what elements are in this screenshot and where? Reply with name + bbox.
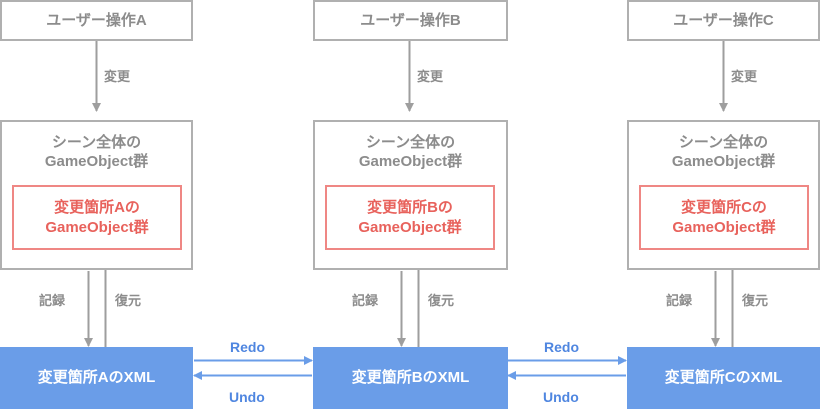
xml-label-b: 変更箇所BのXML [351,369,470,387]
undo-label-ab: Undo [229,389,265,405]
user-action-label-a: ユーザー操作A [46,11,147,29]
user-action-label-b: ユーザー操作B [360,11,461,29]
changed-objects-line1-b: 変更箇所Bの [367,199,453,217]
undo-label-bc: Undo [543,389,579,405]
user-action-box-a[interactable]: ユーザー操作A [0,0,193,41]
record-label-b: 記録 [352,293,379,308]
record-label-c: 記録 [666,293,693,308]
changed-objects-line2-b: GameObject群 [358,218,462,236]
xml-label-a: 変更箇所AのXML [37,369,156,387]
changed-objects-line1-a: 変更箇所Aの [54,199,140,217]
xml-box-a[interactable]: 変更箇所AのXML [0,347,193,409]
xml-box-b[interactable]: 変更箇所BのXML [313,347,508,409]
scene-objects-line2-c: GameObject群 [671,153,776,171]
change-label-b: 変更 [417,69,444,84]
changed-objects-box-c[interactable]: 変更箇所Cの GameObject群 [639,185,809,250]
user-action-label-c: ユーザー操作C [673,11,774,29]
restore-label-a: 復元 [115,293,142,308]
xml-box-c[interactable]: 変更箇所CのXML [627,347,820,409]
scene-objects-line1-a: シーン全体の [51,134,142,151]
scene-objects-line1-c: シーン全体の [678,134,769,151]
changed-objects-box-b[interactable]: 変更箇所Bの GameObject群 [325,185,495,250]
change-label-c: 変更 [731,69,758,84]
scene-objects-line2-a: GameObject群 [44,153,149,171]
xml-label-c: 変更箇所CのXML [664,369,783,387]
redo-label-ab: Redo [230,339,265,355]
redo-label-bc: Redo [544,339,579,355]
changed-objects-line1-c: 変更箇所Cの [681,199,767,217]
scene-objects-line1-b: シーン全体の [365,134,456,151]
user-action-box-c[interactable]: ユーザー操作C [627,0,820,41]
user-action-box-b[interactable]: ユーザー操作B [313,0,508,41]
changed-objects-box-a[interactable]: 変更箇所Aの GameObject群 [12,185,182,250]
changed-objects-line2-a: GameObject群 [45,218,149,236]
record-label-a: 記録 [39,293,66,308]
changed-objects-line2-c: GameObject群 [672,218,776,236]
change-label-a: 変更 [104,69,131,84]
restore-label-b: 復元 [428,293,455,308]
restore-label-c: 復元 [742,293,769,308]
scene-objects-line2-b: GameObject群 [358,153,463,171]
